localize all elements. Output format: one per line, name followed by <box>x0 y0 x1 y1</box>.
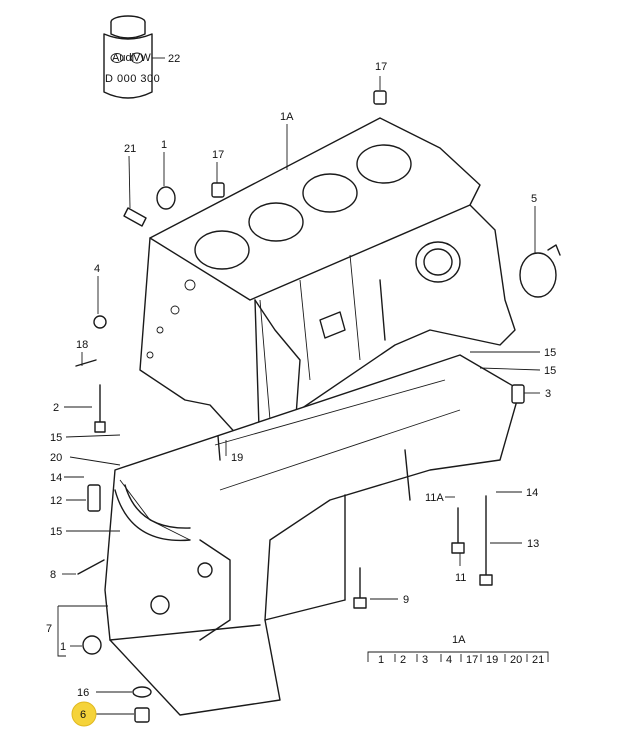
callout-20: 20 <box>50 452 62 464</box>
kit-title: 1A <box>452 634 466 646</box>
kit-item: 1 <box>378 654 384 666</box>
callout-15-right-b: 15 <box>544 365 556 377</box>
callout-2: 2 <box>53 402 59 414</box>
kit-item: 17 <box>466 654 478 666</box>
callout-1-plug: 1 <box>161 139 167 151</box>
kit-item: 19 <box>486 654 498 666</box>
sealant-can: Audi VW D 000 300 <box>103 15 160 99</box>
leader-lines <box>57 57 541 715</box>
callout-14-left: 14 <box>50 472 62 484</box>
callout-14-right: 14 <box>526 487 538 499</box>
callout-7: 7 <box>46 623 52 635</box>
callout-9: 9 <box>403 594 409 606</box>
callout-11A: 11A <box>425 492 444 504</box>
callout-3: 3 <box>545 388 551 400</box>
can-brand-b: VW <box>133 52 151 64</box>
callout-22: 22 <box>168 53 180 65</box>
callout-4: 4 <box>94 263 100 275</box>
callout-15-left-a: 15 <box>50 432 62 444</box>
callout-18: 18 <box>76 339 88 351</box>
callout-16: 16 <box>77 687 89 699</box>
callouts: 22 17 1A 21 1 17 5 4 18 2 15 15 15 3 20 … <box>46 53 556 727</box>
kit-item: 20 <box>510 654 522 666</box>
callout-6[interactable]: 6 <box>80 709 86 721</box>
kit-item: 2 <box>400 654 406 666</box>
small-parts <box>75 90 561 723</box>
callout-1A: 1A <box>280 111 294 123</box>
callout-8: 8 <box>50 569 56 581</box>
callout-5: 5 <box>531 193 537 205</box>
callout-11: 11 <box>455 572 466 584</box>
callout-17-top: 17 <box>375 61 387 73</box>
callout-17-sleeve: 17 <box>212 149 224 161</box>
callout-21: 21 <box>124 143 136 155</box>
highlight-marker <box>71 701 97 727</box>
can-code: D 000 300 <box>105 73 160 85</box>
kit-item: 21 <box>532 654 544 666</box>
kit-legend: 1A 1 2 3 4 17 19 20 21 <box>367 634 549 666</box>
callout-19: 19 <box>231 452 243 464</box>
callout-15-right-a: 15 <box>544 347 556 359</box>
kit-item: 3 <box>422 654 428 666</box>
callout-12: 12 <box>50 495 62 507</box>
can-brand-a: Audi <box>112 52 134 64</box>
callout-1-seal: 1 <box>60 641 66 653</box>
callout-13: 13 <box>527 538 539 550</box>
kit-item: 4 <box>446 654 452 666</box>
callout-15-left-b: 15 <box>50 526 62 538</box>
